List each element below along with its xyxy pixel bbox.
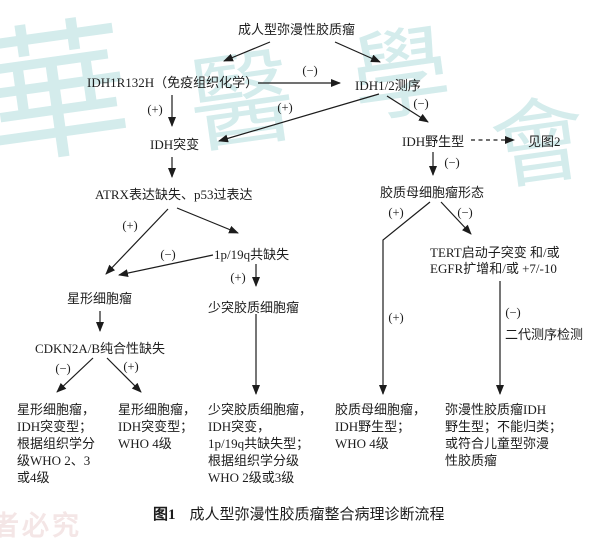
figure-caption: 图1 成人型弥漫性胶质瘤整合病理诊断流程 (153, 503, 445, 524)
node-atrx-p53: ATRX表达缺失、p53过表达 (95, 187, 253, 202)
edge-label-negative: (−) (302, 63, 318, 78)
node-astrocytoma: 星形细胞瘤 (67, 291, 133, 306)
node-see-figure2: 见图2 (528, 134, 561, 149)
node-1p19q-codeletion: 1p/19q共缺失 (214, 247, 290, 262)
edge-label-positive: (+) (147, 102, 163, 117)
node-ngs-testing: 二代测序检测 (505, 327, 584, 342)
figure-caption-text: 成人型弥漫性胶质瘤整合病理诊断流程 (189, 507, 445, 523)
node-adult-diffuse-glioma: 成人型弥漫性胶质瘤 (238, 22, 356, 37)
edge-label-negative: (−) (444, 155, 460, 170)
edge-label-negative: (−) (505, 305, 521, 320)
edge-label-negative: (−) (413, 96, 429, 111)
edge-label-positive: (+) (123, 359, 139, 374)
node-idh1r132h-ihc: IDH1R132H（免疫组织化学） (87, 75, 259, 90)
edge-label-negative: (−) (457, 205, 473, 220)
outcome-oligodendroglioma: 少突胶质细胞瘤， IDH突变， 1p/19q共缺失型； 根据组织学分级 WHO … (208, 402, 313, 485)
outcome-astrocytoma-grade4: 星形细胞瘤， IDH突变型； WHO 4级 (118, 402, 197, 451)
node-cdkn2ab-deletion: CDKN2A/B纯合性缺失 (35, 341, 166, 356)
edge-label-positive: (+) (230, 270, 246, 285)
watermark-bottom-left: 者必究 (0, 511, 82, 541)
edge-label-negative: (−) (55, 361, 71, 376)
node-tert-line1: TERT启动子突变 和/或 (430, 245, 560, 260)
outcome-nec-unclassified: 弥漫性胶质瘤IDH 野生型；不能归类； 或符合儿童型弥漫 性胶质瘤 (445, 402, 563, 468)
edge-label-positive: (+) (388, 310, 404, 325)
node-glioblastoma-morphology: 胶质母细胞瘤形态 (380, 185, 485, 200)
node-idh-mutant: IDH突变 (150, 137, 200, 152)
node-idh12-sequencing: IDH1/2测序 (355, 78, 421, 93)
node-oligodendroglioma: 少突胶质细胞瘤 (208, 300, 300, 315)
edge-label-positive: (+) (388, 205, 404, 220)
edge-label-positive: (+) (277, 100, 293, 115)
outcome-glioblastoma: 胶质母细胞瘤， IDH野生型； WHO 4级 (335, 402, 427, 451)
edge-label-positive: (+) (122, 218, 138, 233)
node-tert-egfr: TERT启动子突变 和/或 EGFR扩增和/或 +7/-10 (430, 245, 560, 277)
outcome-astrocytoma-grade23: 星形细胞瘤， IDH突变型； 根据组织学分 级WHO 2、3 或4级 (17, 402, 96, 485)
node-tert-line2: EGFR扩增和/或 +7/-10 (430, 261, 557, 276)
edge-label-negative: (−) (160, 247, 176, 262)
node-idh-wildtype: IDH野生型 (402, 134, 465, 149)
figure-caption-label: 图1 (153, 507, 176, 523)
